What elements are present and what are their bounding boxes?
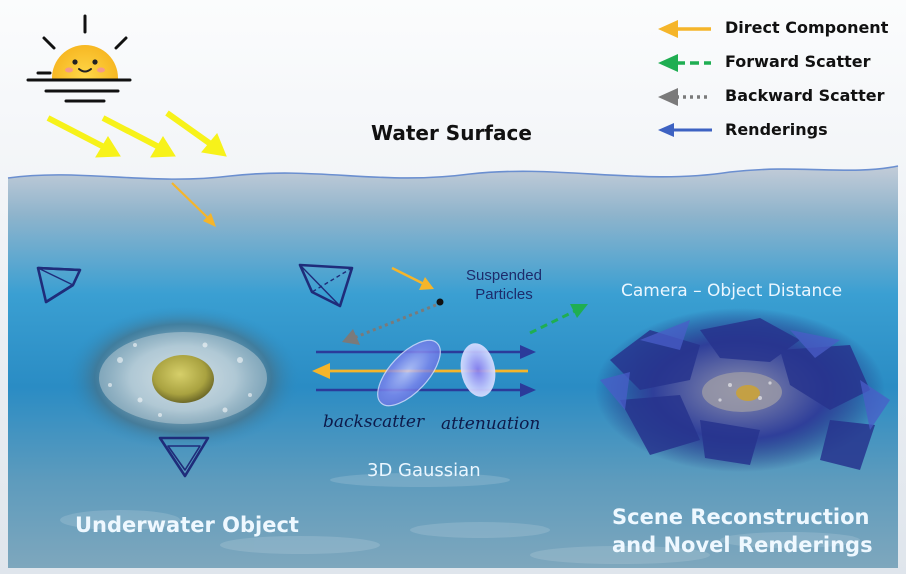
backscatter-label: backscatter bbox=[323, 412, 425, 432]
sunlight-rays bbox=[46, 110, 227, 158]
legend-direct-arrow bbox=[658, 20, 711, 38]
seabed-texture bbox=[60, 473, 860, 564]
underwater-object-label: Underwater Object bbox=[75, 513, 299, 537]
suspended-particle bbox=[436, 298, 444, 306]
refracted-ray bbox=[171, 182, 216, 227]
camera-frustum-icon bbox=[158, 436, 210, 478]
forward-scatter-arrow bbox=[529, 304, 588, 335]
camera-object-distance-label: Camera – Object Distance bbox=[621, 281, 843, 301]
water-surface-line bbox=[7, 165, 899, 180]
legend-forward-arrow bbox=[658, 54, 711, 72]
gaussian-label: 3D Gaussian bbox=[367, 460, 481, 481]
suspended-particles-line2: Particles bbox=[475, 286, 533, 303]
backward-scatter-arrow bbox=[342, 303, 437, 345]
direct-light-to-particle bbox=[391, 266, 434, 290]
legend-renderings-arrow bbox=[658, 123, 712, 137]
gaussian-ellipsoid-attenuation bbox=[460, 343, 496, 397]
camera-frustum-icon bbox=[298, 263, 354, 308]
water-surface-label: Water Surface bbox=[371, 121, 532, 145]
scene-reconstruction-line2: and Novel Renderings bbox=[612, 533, 873, 557]
legend-label-forward-scatter: Forward Scatter bbox=[725, 52, 871, 71]
suspended-particles-line1: Suspended bbox=[466, 267, 542, 284]
legend-label-direct-component: Direct Component bbox=[725, 18, 889, 37]
scene-reconstruction bbox=[595, 308, 890, 472]
gaussian-ellipsoid-backscatter bbox=[377, 339, 441, 407]
sun-icon bbox=[26, 14, 132, 103]
camera-frustum-icon bbox=[36, 266, 82, 304]
scene-reconstruction-label: Scene Reconstruction and Novel Rendering… bbox=[612, 503, 873, 559]
legend-label-renderings: Renderings bbox=[725, 120, 828, 139]
scene-reconstruction-line1: Scene Reconstruction bbox=[612, 505, 870, 529]
legend-label-backward-scatter: Backward Scatter bbox=[725, 86, 885, 105]
water-body bbox=[8, 166, 898, 568]
attenuation-label: attenuation bbox=[441, 414, 541, 434]
suspended-particles-label: Suspended Particles bbox=[452, 266, 556, 304]
legend-backward-arrow bbox=[658, 88, 711, 106]
underwater-object bbox=[65, 306, 301, 450]
